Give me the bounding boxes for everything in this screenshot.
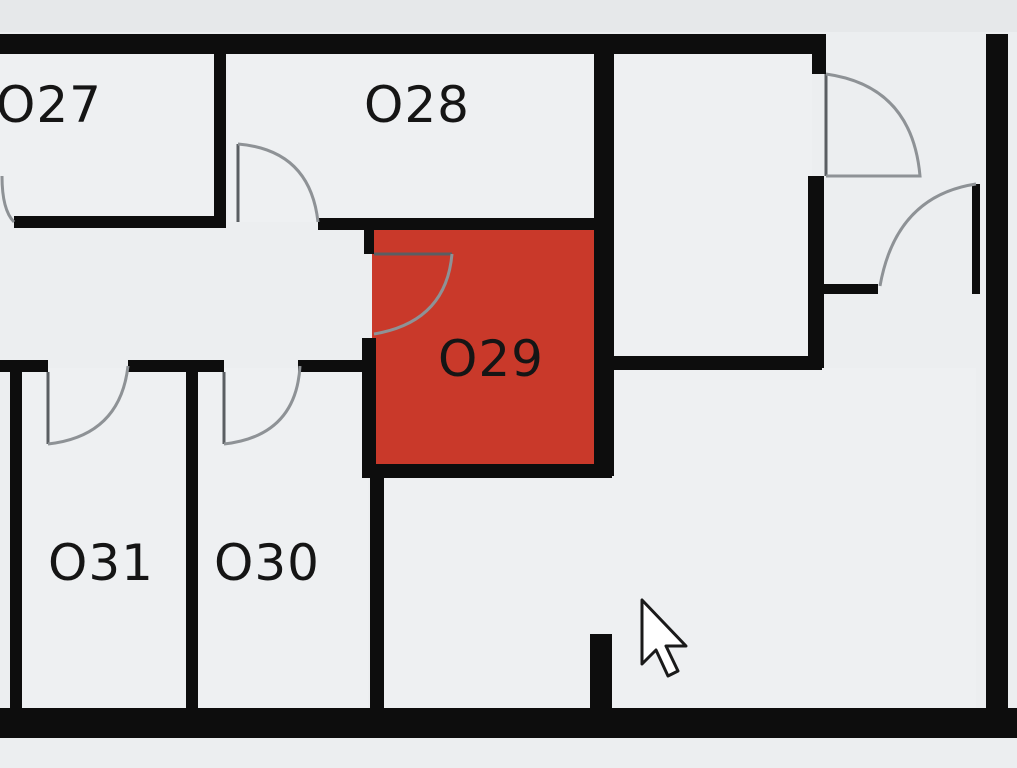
wall-o29-west-lower [362,338,376,478]
wall-o29-south [372,464,612,478]
room-o28[interactable] [228,52,598,222]
corridor-central [380,478,612,710]
wall-corridor-south-a [0,360,48,372]
wall-corridor-south-b [128,360,224,372]
door-northeast-top [825,72,922,178]
wall-corridor-south-c [298,360,374,372]
wall-o28-south [318,218,612,230]
wall-top [0,34,826,54]
wall-o29-east [594,52,614,476]
wall-northeast-south [612,356,822,370]
door-o30 [223,365,302,446]
wall-o31-o30-divider [186,364,198,714]
room-label-o30: O30 [214,534,320,592]
room-label-o28: O28 [364,76,470,134]
wall-central-vertical [370,470,384,714]
corridor-east [612,368,976,708]
door-o31 [47,365,130,446]
wall-northeast-east [808,176,824,368]
wall-o31-west [10,364,22,714]
wall-east-door-stub [822,284,878,294]
wall-o27-south [14,216,226,228]
wall-o29-west-upper [364,228,374,254]
door-o29 [373,253,454,336]
wall-east-door-jamb [972,184,980,294]
room-label-o31: O31 [48,534,154,592]
door-o27 [0,175,16,224]
wall-east-outer [986,34,1008,710]
wall-bottom [0,708,1017,738]
room-label-o29: O29 [438,330,544,388]
door-o28 [237,142,320,223]
room-o27[interactable] [0,52,222,220]
room-o29[interactable] [372,228,594,468]
wall-o27-east [214,52,226,224]
arrow-pointer-icon [640,598,688,678]
room-label-o27: O27 [0,76,102,134]
wall-central-stub [590,634,612,712]
door-east [878,182,977,287]
wall-top-right-stub [812,34,826,74]
room-northeast[interactable] [612,52,812,360]
top-margin [0,0,1017,32]
